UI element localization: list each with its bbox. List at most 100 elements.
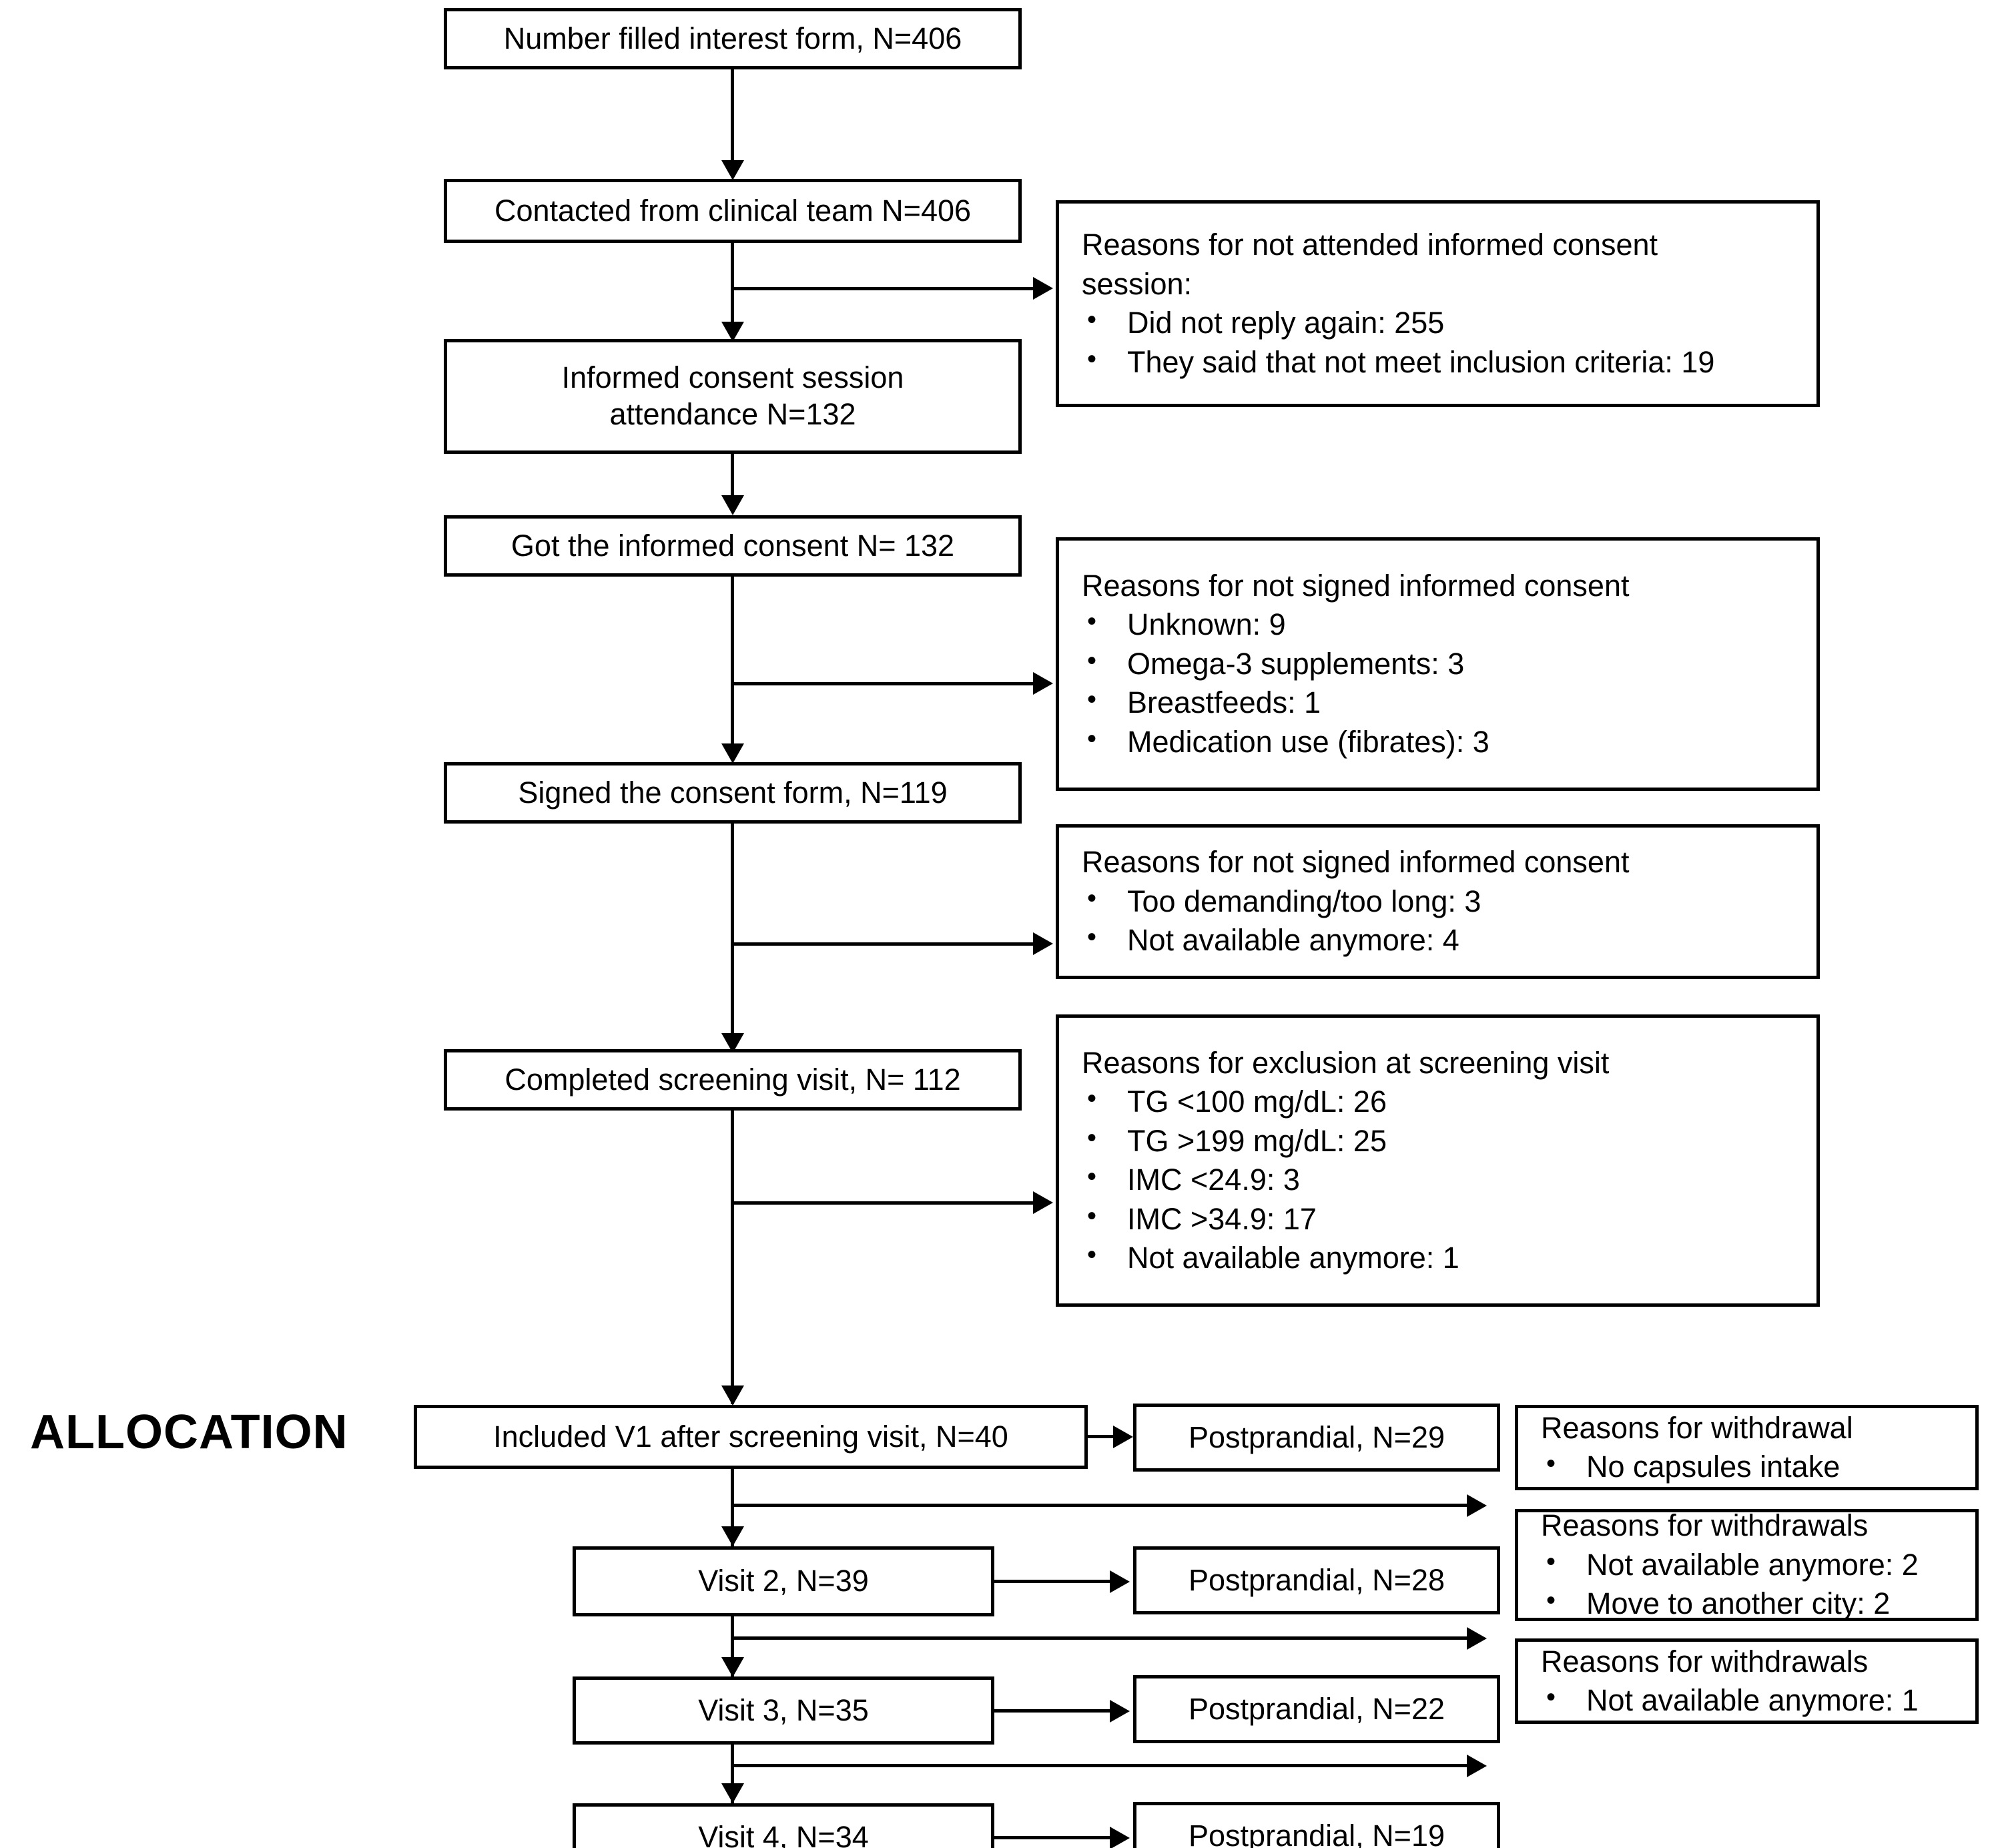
arrowhead-to-withdrawal-v3 [1467,1755,1487,1777]
branch-to-reasons-not-signed-1 [731,682,1042,685]
reason-list: • Unknown: 9 • Omega-3 supplements: 3 • … [1082,605,1489,761]
arrowhead-to-reasons-not-signed-1 [1033,672,1053,695]
arrowhead-visit3-to-postprandial [1110,1700,1130,1723]
postprandial-box-v3: Postprandial, N=22 [1133,1675,1500,1743]
reason-list-item-label: IMC <24.9: 3 [1127,1163,1300,1197]
bullet-icon: • [1087,305,1097,334]
flow-box-consent-session-line2: attendance N=132 [609,397,856,431]
reason-list: • Did not reply again: 255 • They said t… [1082,304,1714,382]
postprandial-box-v4-label: Postprandial, N=19 [1189,1818,1445,1848]
flow-box-visit4-label: Visit 4, N=34 [698,1819,869,1848]
bullet-icon: • [1087,922,1097,952]
bullet-icon: • [1087,685,1097,715]
withdrawal-box-v2-title: Reasons for withdrawals [1541,1508,1869,1543]
connector-visit3-to-postprandial [994,1709,1114,1713]
reason-box-title-line1: Reasons for not attended informed consen… [1082,228,1658,262]
reason-list-item-label: Omega-3 supplements: 3 [1127,646,1465,681]
flow-box-consent-session: Informed consent session attendance N=13… [444,339,1022,454]
bullet-icon: • [1546,1546,1556,1576]
withdrawal-box-v1: Reasons for withdrawal • No capsules int… [1515,1405,1979,1490]
flow-box-completed-screening-label: Completed screening visit, N= 112 [505,1062,961,1097]
flow-box-visit2: Visit 2, N=39 [573,1546,994,1616]
withdrawal-list-item-label: Move to another city: 2 [1586,1586,1891,1621]
bullet-icon: • [1087,1123,1097,1153]
flow-box-completed-screening: Completed screening visit, N= 112 [444,1049,1022,1111]
flow-box-visit3-label: Visit 3, N=35 [698,1692,869,1727]
reason-list-item-label: Too demanding/too long: 3 [1127,884,1481,918]
bullet-icon: • [1087,1240,1097,1269]
reason-box-title-line1: Reasons for not signed informed consent [1082,845,1630,880]
connector-visit2-to-postprandial [994,1580,1114,1583]
reason-list-item: • Not available anymore: 4 [1082,921,1481,960]
branch-to-reasons-not-signed-2 [731,942,1042,946]
branch-to-reasons-not-attended [731,287,1042,290]
connector-included-to-visit2 [731,1469,734,1546]
reason-list-item: • Not available anymore: 1 [1082,1239,1459,1278]
withdrawal-list-item: • Not available anymore: 2 [1541,1546,1919,1585]
arrowhead-interest-to-contacted [721,160,744,180]
connector-visit3-to-visit4 [731,1745,734,1803]
reason-list-item-label: Did not reply again: 255 [1127,306,1445,340]
reason-list-item: • IMC >34.9: 17 [1082,1200,1459,1239]
section-label-allocation: ALLOCATION [30,1406,348,1459]
flow-box-signed-consent: Signed the consent form, N=119 [444,762,1022,824]
flow-box-got-consent-label: Got the informed consent N= 132 [511,528,955,563]
withdrawal-list: • Not available anymore: 1 [1541,1681,1919,1721]
reason-box-title-line2: session: [1082,266,1193,301]
connector-got-to-signed [731,577,734,759]
reason-list-item: • Medication use (fibrates): 3 [1082,723,1489,762]
connector-included-to-postprandial [1088,1435,1121,1438]
reason-list-item-label: TG >199 mg/dL: 25 [1127,1123,1387,1158]
branch-to-reasons-exclusion [731,1201,1042,1205]
reason-box-title-line1: Reasons for not signed informed consent [1082,568,1630,603]
reason-list-item-label: They said that not meet inclusion criter… [1127,344,1715,379]
arrowhead-visit2-to-postprandial [1110,1570,1130,1593]
reason-list-item: • Omega-3 supplements: 3 [1082,645,1489,684]
withdrawal-list: • No capsules intake [1541,1448,1840,1487]
reason-list-item-label: Medication use (fibrates): 3 [1127,724,1489,759]
reason-list-item: • Too demanding/too long: 3 [1082,882,1481,922]
bullet-icon: • [1087,1201,1097,1231]
postprandial-box-v3-label: Postprandial, N=22 [1189,1691,1445,1726]
arrowhead-session-to-got-consent [721,495,744,515]
reason-list-item-label: Breastfeeds: 1 [1127,685,1321,720]
connector-session-to-got-consent [731,454,734,509]
bullet-icon: • [1546,1586,1556,1616]
connector-screening-to-included [731,1111,734,1404]
withdrawal-list-item-label: No capsules intake [1586,1450,1841,1484]
bullet-icon: • [1087,607,1097,637]
postprandial-box-v1-label: Postprandial, N=29 [1189,1420,1445,1454]
flow-box-contacted: Contacted from clinical team N=406 [444,179,1022,243]
bullet-icon: • [1087,723,1097,753]
reason-list-item: • Breastfeeds: 1 [1082,683,1489,723]
arrowhead-screening-to-included [721,1385,744,1406]
bullet-icon: • [1087,1084,1097,1113]
flow-box-visit2-label: Visit 2, N=39 [698,1564,869,1598]
bullet-icon: • [1087,1162,1097,1191]
reason-list-item: • TG <100 mg/dL: 26 [1082,1083,1459,1122]
reason-box-not-signed-consent-2: Reasons for not signed informed consent … [1056,824,1820,979]
reason-box-exclusion-screening: Reasons for exclusion at screening visit… [1056,1014,1820,1307]
reason-list: • Too demanding/too long: 3 • Not availa… [1082,882,1481,960]
bullet-icon: • [1546,1682,1556,1712]
arrowhead-included-to-visit2 [721,1526,744,1546]
arrowhead-to-reasons-exclusion [1033,1191,1053,1214]
withdrawal-box-v3: Reasons for withdrawals • Not available … [1515,1638,1979,1724]
bullet-icon: • [1087,645,1097,675]
reason-list-item-label: Unknown: 9 [1127,607,1286,642]
reason-box-not-signed-consent-1: Reasons for not signed informed consent … [1056,537,1820,791]
flow-box-interest-form: Number filled interest form, N=406 [444,8,1022,69]
postprandial-box-v4: Postprandial, N=19 [1133,1802,1500,1848]
flow-box-visit3: Visit 3, N=35 [573,1676,994,1745]
arrowhead-to-withdrawal-v2 [1467,1627,1487,1650]
branch-to-withdrawal-v2 [731,1636,1475,1640]
reason-list-item: • IMC <24.9: 3 [1082,1161,1459,1200]
postprandial-box-v1: Postprandial, N=29 [1133,1404,1500,1472]
flow-box-contacted-label: Contacted from clinical team N=406 [494,193,972,228]
withdrawal-list-item-label: Not available anymore: 1 [1586,1683,1919,1717]
reason-list-item: • TG >199 mg/dL: 25 [1082,1122,1459,1161]
withdrawal-list-item: • Not available anymore: 1 [1541,1681,1919,1721]
reason-list-item-label: Not available anymore: 4 [1127,923,1459,958]
postprandial-box-v2: Postprandial, N=28 [1133,1546,1500,1614]
